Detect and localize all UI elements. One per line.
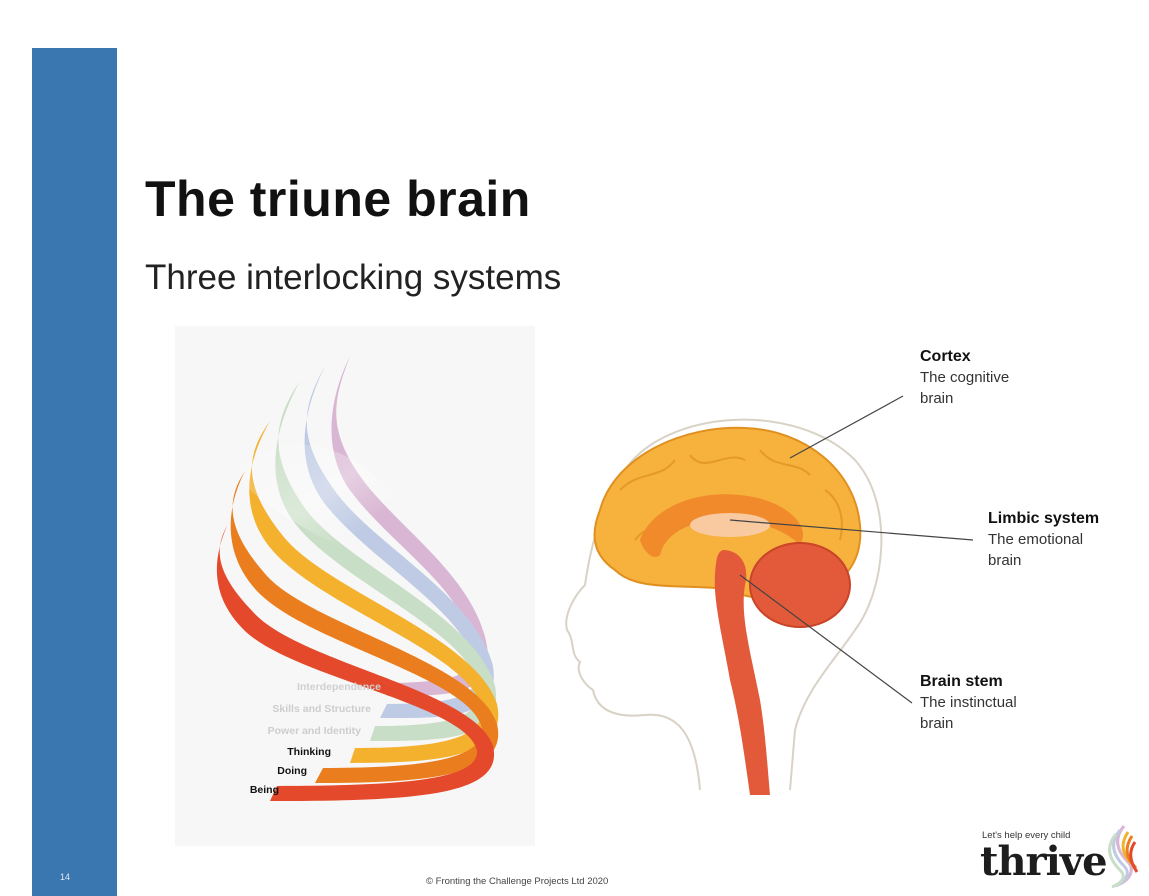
callout-cortex-head: Cortex bbox=[920, 346, 1009, 367]
callout-cortex-desc-2: brain bbox=[920, 388, 1009, 409]
logo-wordmark: thrive bbox=[980, 838, 1107, 885]
callout-brainstem: Brain stem The instinctual brain bbox=[920, 671, 1017, 734]
callout-limbic: Limbic system The emotional brain bbox=[988, 508, 1099, 571]
callout-limbic-desc-2: brain bbox=[988, 550, 1099, 571]
logo-ribbon-icon bbox=[1106, 824, 1138, 888]
copyright-text: © Fronting the Challenge Projects Ltd 20… bbox=[426, 876, 608, 887]
callout-cortex: Cortex The cognitive brain bbox=[920, 346, 1009, 409]
callout-brainstem-desc-2: brain bbox=[920, 713, 1017, 734]
callout-brainstem-head: Brain stem bbox=[920, 671, 1017, 692]
brainstem-leader-line bbox=[740, 575, 912, 703]
cortex-leader-line bbox=[790, 396, 903, 458]
callout-limbic-desc-1: The emotional bbox=[988, 529, 1099, 550]
thrive-logo: Let's help every child thrive bbox=[978, 822, 1138, 892]
callout-limbic-head: Limbic system bbox=[988, 508, 1099, 529]
limbic-leader-line bbox=[730, 520, 973, 540]
callout-cortex-desc-1: The cognitive bbox=[920, 367, 1009, 388]
callout-brainstem-desc-1: The instinctual bbox=[920, 692, 1017, 713]
